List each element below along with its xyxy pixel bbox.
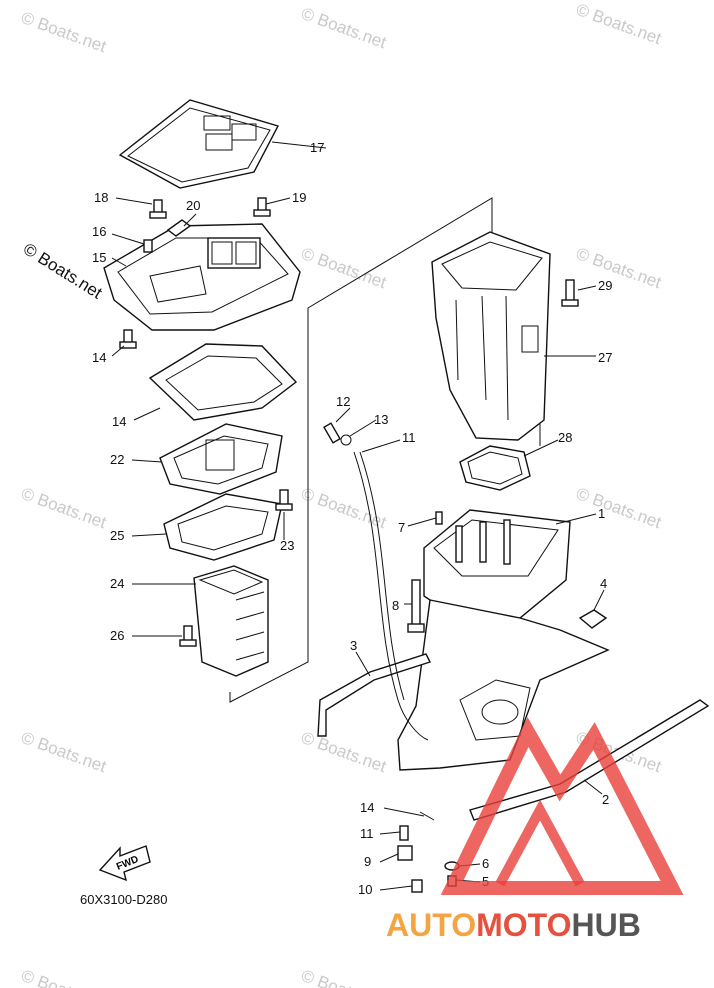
callout-11: 11 [360, 826, 374, 841]
grommet-4 [578, 609, 608, 629]
callout-23: 22 [110, 452, 124, 467]
gasket-15 [148, 343, 298, 421]
watermark: © Boats.net [19, 8, 109, 56]
callout-12: 11 [402, 430, 416, 445]
logo-wordmark: AUTOMOTOHUB [386, 907, 641, 943]
watermark: © Boats.net [574, 0, 664, 48]
exhaust-plate-23 [159, 423, 283, 495]
logo-moto: MOTO [476, 907, 571, 943]
logo-auto: AUTO [386, 907, 476, 943]
gasket-29 [459, 445, 531, 491]
fwd-arrow-icon: FWD [98, 845, 151, 882]
watermark: © Boats.net [299, 966, 389, 988]
callout-8: 8 [392, 598, 399, 613]
callout-13: 12 [336, 394, 350, 409]
watermark: © Boats.net [19, 966, 109, 988]
callout-24: 23 [280, 538, 294, 553]
watermark-dark: © Boats.net [20, 239, 106, 302]
bolts-left [119, 197, 293, 647]
callout-22: 20 [186, 198, 200, 213]
automotohub-logo: AUTOMOTOHUB [386, 717, 684, 943]
bolt-30 [561, 279, 579, 307]
callout-30: 29 [598, 278, 612, 293]
logo-mark-icon [440, 717, 684, 895]
callout-9: 9 [364, 854, 371, 869]
callout-28: 27 [598, 350, 612, 365]
callout-17: 16 [92, 224, 106, 239]
callout-14-top: 13 [374, 412, 388, 427]
gasket-26 [163, 493, 283, 561]
oil-pan-28 [431, 231, 551, 441]
gasket-18 [118, 99, 280, 189]
watermark: © Boats.net [19, 728, 109, 776]
callout-14-bottom: 14 [360, 800, 374, 815]
watermark: © Boats.net [19, 484, 109, 532]
callout-4: 4 [600, 576, 607, 591]
callout-21: 19 [292, 190, 306, 205]
callout-7: 7 [398, 520, 405, 535]
upper-casing-16 [103, 223, 301, 331]
muffler-25 [193, 565, 269, 677]
callout-18: 17 [310, 140, 324, 155]
callout-3: 3 [350, 638, 357, 653]
upper-casing-1 [423, 509, 571, 621]
callout-29: 28 [558, 430, 572, 445]
callout-27: 26 [110, 628, 124, 643]
watermark: © Boats.net [574, 484, 664, 532]
callout-19: 14 [92, 350, 106, 365]
callout-labels: 17 18 19 20 16 15 14 14 22 23 25 24 26 2… [92, 140, 612, 897]
callout-10: 10 [358, 882, 372, 897]
watermark: © Boats.net [299, 728, 389, 776]
watermark: © Boats.net [299, 4, 389, 52]
callout-26: 25 [110, 528, 124, 543]
callout-6: 6 [482, 856, 489, 871]
callout-20: 18 [94, 190, 108, 205]
callout-16: 15 [92, 250, 106, 265]
watermark: © Boats.net [574, 244, 664, 292]
watermark: © Boats.net [299, 484, 389, 532]
callout-25: 24 [110, 576, 124, 591]
hose-12 [353, 451, 429, 741]
callout-15: 14 [112, 414, 126, 429]
fittings-13-14 [323, 422, 352, 446]
diagram-code: 60X3100-D280 [80, 892, 167, 907]
callout-2: 2 [602, 792, 609, 807]
logo-hub: HUB [571, 907, 640, 943]
callout-1: 1 [598, 506, 605, 521]
watermarks: © Boats.net © Boats.net © Boats.net © Bo… [19, 0, 664, 988]
